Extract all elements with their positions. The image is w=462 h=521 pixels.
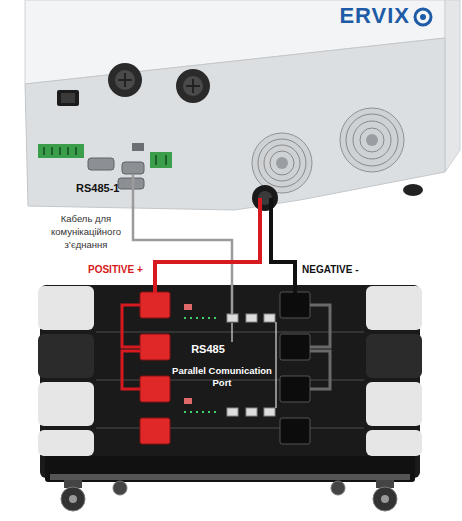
fan-grille [264, 145, 300, 181]
wheel [113, 481, 127, 495]
usb-port [132, 143, 144, 151]
positive-cable-stub [258, 198, 262, 207]
cooling-fan [252, 133, 312, 193]
terminal-block [150, 152, 172, 168]
db9-port [88, 158, 114, 170]
power-switch-rocker [61, 93, 75, 103]
ac-connector-core [183, 76, 203, 96]
fan-grille [360, 128, 384, 152]
wheel [331, 481, 345, 495]
negative-jumper [310, 305, 330, 389]
status-icon [184, 304, 192, 310]
fan-grille [346, 114, 398, 166]
side-cap [366, 430, 422, 456]
db9-port [122, 162, 144, 174]
negative-terminal [280, 418, 310, 444]
port-name: RS485-1 [76, 182, 132, 195]
dc-port [252, 185, 278, 211]
power-switch [57, 90, 79, 106]
inverter-unit: ERVIX [25, 0, 445, 206]
battery-rack: RS485Parallel Comunication Port [40, 285, 420, 480]
port-label: Parallel Comunication Port [172, 365, 272, 389]
leader-line [232, 323, 233, 342]
positive-jumper [122, 305, 140, 389]
side-cap [38, 334, 94, 378]
ac-connector-pins [186, 79, 200, 93]
logo-icon-dot [420, 14, 426, 20]
positive-terminal [140, 376, 170, 402]
fan-hub [276, 157, 288, 169]
negative-cable-stub [269, 198, 273, 207]
positive-cable [155, 206, 260, 285]
comm-port [246, 314, 257, 322]
cable-label: Кабель для комунікаційного з’єднання [42, 212, 130, 251]
negative-terminal [280, 292, 310, 318]
side-cap [366, 286, 422, 330]
ac-connector [108, 63, 142, 97]
cooling-fan [340, 108, 404, 172]
fan-hub [366, 134, 378, 146]
side-cap [38, 382, 94, 426]
polarity-label: POSITIVE + [88, 264, 154, 276]
fan-grille [270, 151, 294, 175]
positive-terminal [140, 292, 170, 318]
fan-grille [258, 139, 306, 187]
battery-body [40, 285, 420, 478]
negative-terminal [280, 376, 310, 402]
inverter-bottom-face [25, 38, 445, 210]
db9-port [118, 178, 144, 189]
positive-terminal [140, 418, 170, 444]
comm-cable-stub [231, 284, 234, 315]
cable-gland [403, 184, 423, 196]
wheel-hub [381, 495, 389, 503]
status-icon [184, 398, 192, 404]
wheel-hub [69, 495, 77, 503]
status-leds [184, 411, 216, 413]
rs485-port [227, 314, 238, 322]
logo-icon [415, 9, 431, 25]
comm-port [246, 408, 257, 416]
side-cap [366, 334, 422, 378]
leader-line [276, 322, 277, 408]
status-leds [184, 317, 216, 319]
wheel [373, 487, 397, 511]
negative-terminal [280, 334, 310, 360]
terminal-screws [44, 147, 76, 155]
side-cap [366, 382, 422, 426]
fan-grille [353, 121, 391, 159]
ac-connector [176, 69, 210, 103]
terminal-screws [156, 155, 166, 165]
parallel-port [264, 408, 275, 416]
positive-cable-stub [153, 284, 157, 293]
brand-logo: ERVIX [310, 4, 410, 28]
terminal-block [38, 144, 84, 158]
ac-connector-core [115, 70, 135, 90]
negative-cable-stub [293, 284, 297, 293]
side-cap [38, 286, 94, 330]
base-rail [50, 474, 410, 480]
plinth [45, 456, 415, 482]
port-label: RS485 [178, 343, 238, 356]
side-cap [38, 430, 94, 456]
comm-cable-stub [132, 174, 135, 207]
rs485-port [227, 408, 238, 416]
inverter-side-face [445, 0, 460, 172]
negative-cable [271, 206, 295, 285]
comm-cable [133, 206, 232, 285]
ac-connector-pins [118, 73, 132, 87]
parallel-port [264, 314, 275, 322]
wheel [61, 487, 85, 511]
polarity-label: NEGATIVE - [302, 264, 382, 276]
positive-terminal [140, 334, 170, 360]
